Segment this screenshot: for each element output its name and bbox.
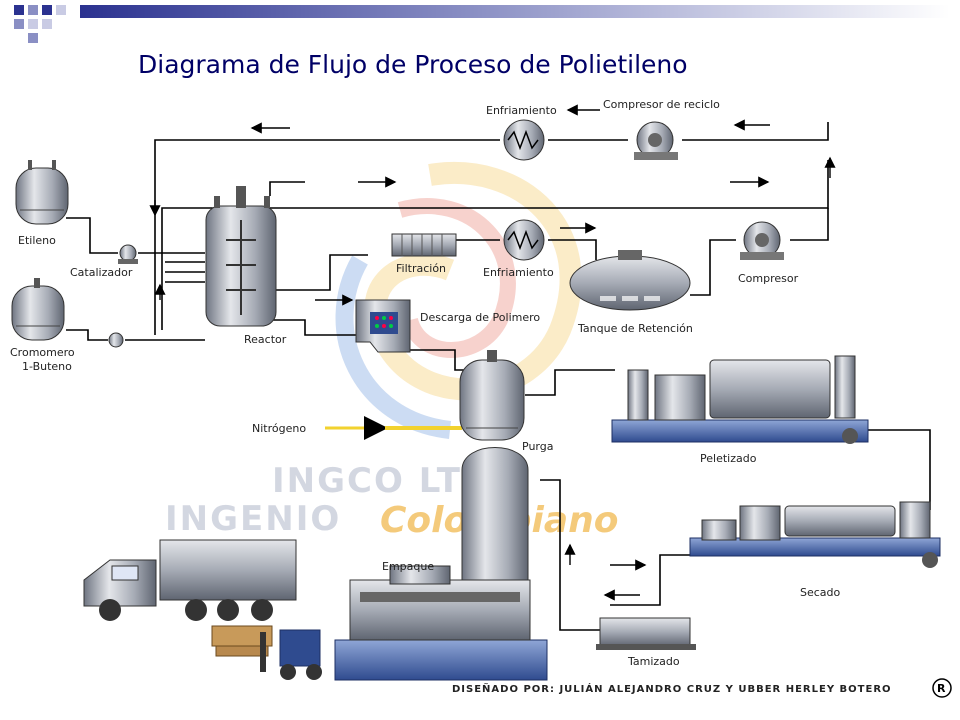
label-tanque: Tanque de Retención bbox=[577, 322, 693, 335]
label-tamizado: Tamizado bbox=[627, 655, 680, 668]
label-reactor: Reactor bbox=[244, 333, 287, 346]
empaque-unit bbox=[334, 447, 548, 681]
label-etileno: Etileno bbox=[18, 234, 56, 247]
registered-icon: R bbox=[932, 678, 952, 698]
pallet-icon bbox=[211, 625, 273, 657]
secado-unit bbox=[689, 501, 941, 568]
label-enfriamiento-top: Enfriamiento bbox=[486, 104, 557, 117]
label-nitrogeno: Nitrógeno bbox=[252, 422, 306, 435]
header-square bbox=[28, 33, 38, 43]
label-filtracion: Filtración bbox=[396, 262, 446, 275]
label-catalizador: Catalizador bbox=[70, 266, 133, 279]
label-enfriamiento-mid: Enfriamiento bbox=[483, 266, 554, 279]
label-peletizado: Peletizado bbox=[700, 452, 757, 465]
reactor bbox=[205, 186, 277, 327]
header-square bbox=[42, 19, 52, 29]
label-compresor-reciclo: Compresor de reciclo bbox=[603, 98, 720, 111]
label-descarga: Descarga de Polimero bbox=[420, 311, 540, 324]
header-square bbox=[42, 5, 52, 15]
svg-text:R: R bbox=[937, 682, 946, 695]
label-secado: Secado bbox=[800, 586, 841, 599]
page-title: Diagrama de Flujo de Proceso de Polietil… bbox=[138, 50, 688, 79]
enfriamiento-top bbox=[503, 119, 545, 161]
watermark-line2a: INGENIO bbox=[165, 499, 341, 539]
compresor bbox=[740, 221, 784, 260]
header-square bbox=[56, 5, 66, 15]
pipes bbox=[66, 122, 931, 631]
tanque-retencion bbox=[569, 250, 691, 311]
label-compresor: Compresor bbox=[738, 272, 799, 285]
header-square bbox=[28, 5, 38, 15]
truck-icon bbox=[83, 539, 297, 621]
tamizado-unit bbox=[596, 617, 696, 650]
peletizado-unit bbox=[611, 355, 869, 444]
catalizador-pump bbox=[118, 244, 138, 264]
comonomero-tank bbox=[11, 278, 65, 341]
label-comonomero-2: 1-Buteno bbox=[22, 360, 72, 373]
comonomero-pump bbox=[108, 332, 124, 348]
enfriamiento-mid bbox=[503, 219, 545, 261]
forklift-icon bbox=[260, 629, 322, 680]
filtracion bbox=[391, 233, 457, 257]
compresor-reciclo bbox=[634, 121, 678, 160]
label-comonomero-1: Cromomero bbox=[10, 346, 75, 359]
header-square bbox=[28, 19, 38, 29]
descarga-polimero bbox=[355, 299, 411, 353]
label-empaque: Empaque bbox=[382, 560, 434, 573]
credit-line: DISEÑADO POR: JULIÁN ALEJANDRO CRUZ Y UB… bbox=[452, 682, 892, 695]
header-bar bbox=[80, 5, 950, 18]
header-square bbox=[14, 19, 24, 29]
header-square bbox=[14, 5, 24, 15]
purga-vessel bbox=[459, 350, 525, 441]
label-nitrogeno-target: Purga bbox=[522, 440, 553, 453]
etileno-tank bbox=[15, 160, 69, 225]
